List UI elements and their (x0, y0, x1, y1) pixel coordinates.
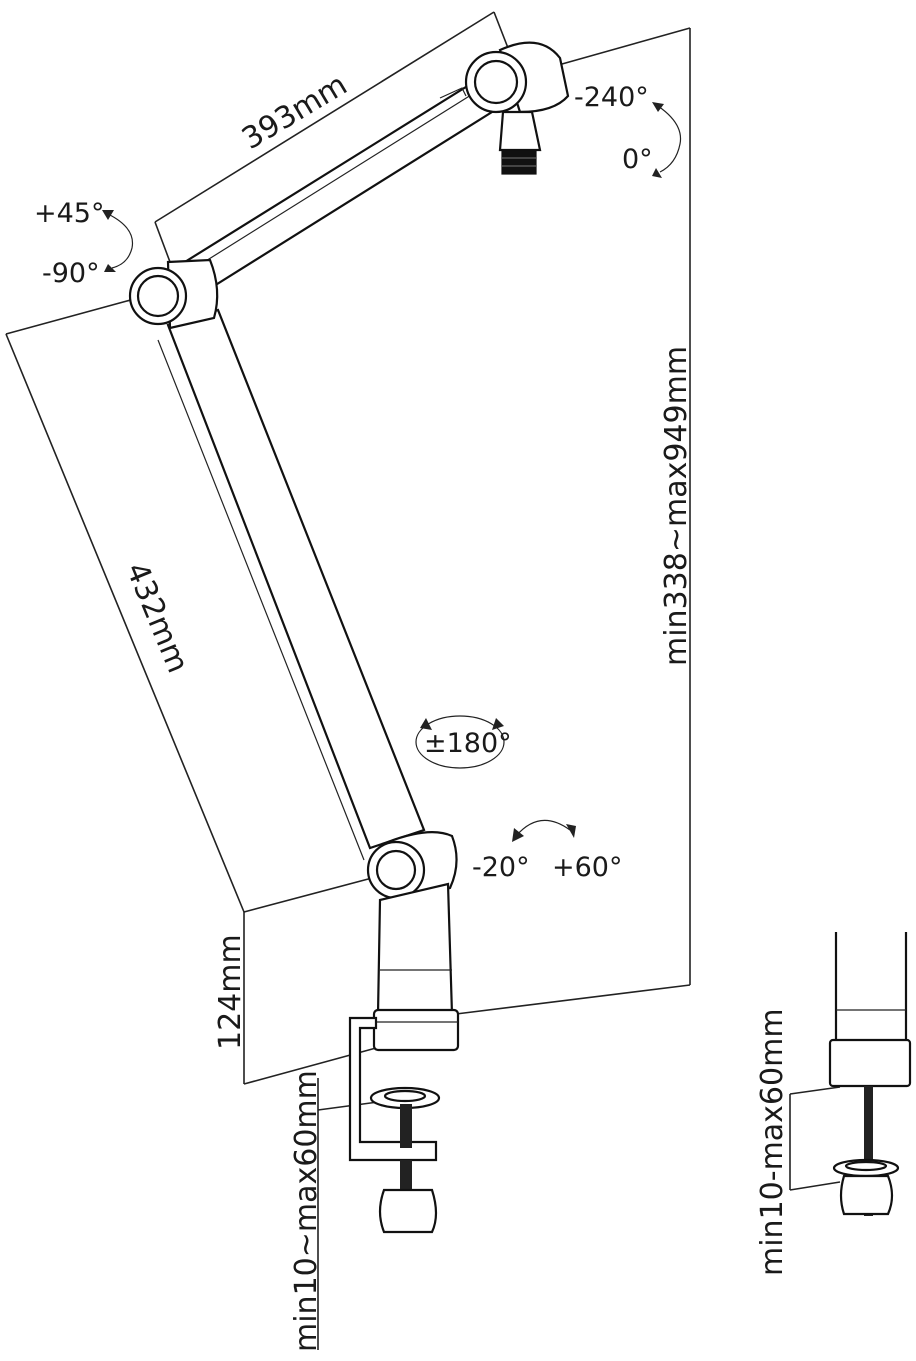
clamp-detail-ext-bottom (789, 1181, 841, 1191)
vertical-range-ext-top (561, 27, 691, 65)
base-angle-negative-label: -20° (472, 852, 530, 883)
lower-arm-dimension-line (5, 333, 245, 913)
upper-arm-ext-left (154, 221, 171, 263)
upper-arm-dimension-line (154, 11, 495, 223)
lower-arm (157, 308, 426, 861)
upper-arm-ext-right (493, 11, 509, 49)
elbow-joint (128, 258, 219, 330)
base-angle-positive-label: +60° (552, 852, 622, 883)
elbow-angle-lower-label: -90° (42, 258, 100, 289)
head-angle-upper-label: -240° (574, 82, 649, 113)
base-column (372, 882, 460, 1052)
lower-arm-ext-bottom (243, 877, 373, 913)
angle-arrows (102, 102, 682, 842)
head-angle-lower-label: 0° (622, 144, 653, 175)
clamp-ext (317, 1101, 379, 1111)
swivel-angle-label: ±180° (424, 728, 512, 759)
base-joint (366, 831, 458, 904)
head-rotation-arrow-icon (657, 105, 682, 173)
elbow-rotation-arrow-icon (107, 213, 134, 269)
lower-arm-ext-top (5, 297, 139, 335)
elbow-angle-upper-label: +45° (34, 198, 104, 229)
clamp-detail-ext-top (789, 1086, 841, 1095)
vertical-range-ext-bottom (455, 984, 691, 1015)
clamp-detail (828, 932, 912, 1216)
base-height-label: 124mm (213, 934, 248, 1050)
dimension-lines (5, 11, 841, 1350)
head-joint (439, 41, 570, 175)
swivel-arrow-icon (415, 715, 505, 769)
base-tilt-arrow-icon (515, 819, 571, 837)
upper-arm-length-label: 393mm (236, 67, 353, 157)
clamp-range-label: min10~max60mm (289, 1070, 324, 1352)
desk-clamp (348, 1016, 441, 1234)
clamp-detail-range-label: min10-max60mm (755, 1008, 790, 1276)
lower-arm-length-label: 432mm (119, 558, 196, 678)
vertical-range-label: min338~max949mm (659, 346, 694, 666)
